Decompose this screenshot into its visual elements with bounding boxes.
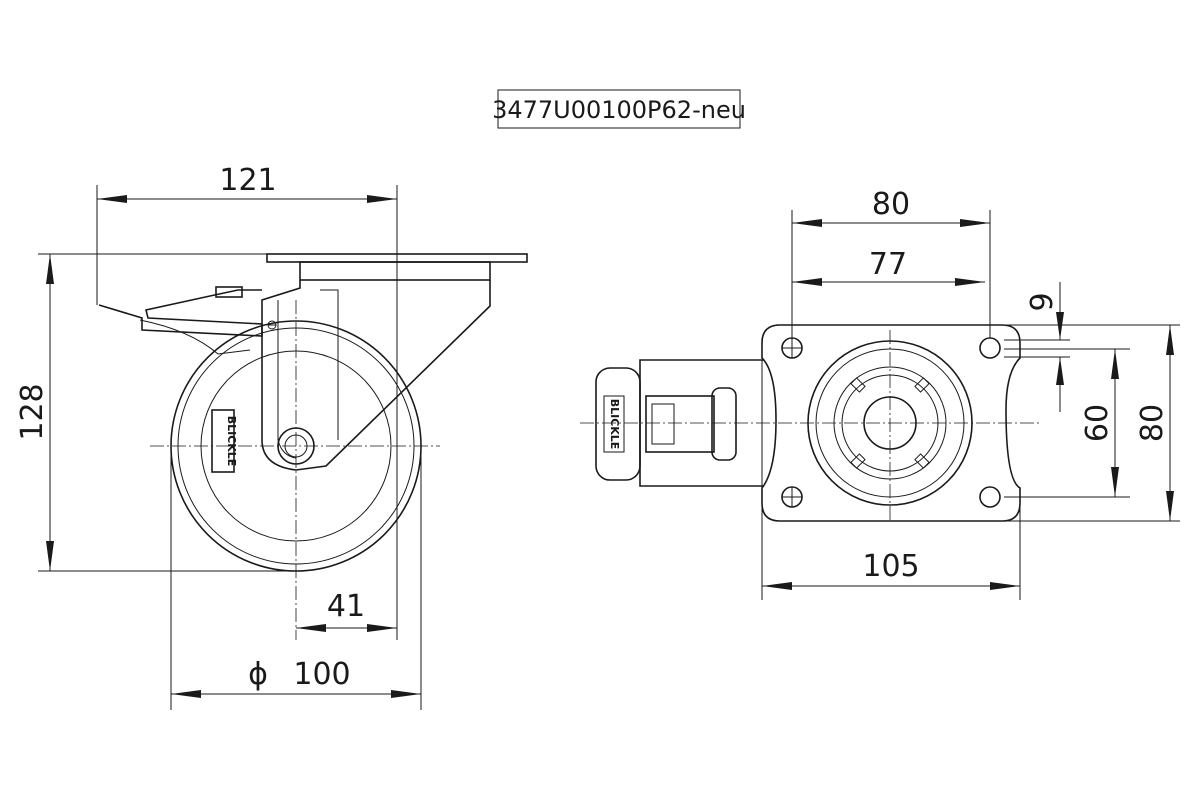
brake-pedal [98, 289, 263, 337]
side-view: BLICKLE 121 128 41 ϕ 100 [15, 163, 528, 710]
brake-slider [645, 395, 715, 453]
dim-plate-length-side: 80 [1135, 404, 1170, 442]
top-view: BLICKLE 80 77 9 [580, 187, 1180, 600]
brand-label: BLICKLE [225, 416, 238, 467]
dim-bolt-hole: 9 [1025, 292, 1060, 311]
bolt-hole-br [979, 486, 1001, 508]
dim-plate-width-outer: 80 [872, 187, 910, 222]
title-block: 3477U00100P62-neu [492, 89, 746, 129]
dim-plate-length: 105 [862, 549, 919, 584]
dim-plate-width-inner: 77 [869, 247, 907, 282]
brake-knob [711, 387, 737, 461]
dim-bolt-spacing: 60 [1080, 404, 1115, 442]
dim-overall-length: 121 [219, 163, 276, 198]
brake-clip [215, 286, 243, 298]
brand-label-top: BLICKLE [608, 399, 621, 450]
brand-tag [211, 409, 235, 473]
brake-pedal-top [595, 367, 641, 481]
dim-overall-height: 128 [15, 383, 50, 440]
fork-web [320, 289, 339, 440]
mounting-plate [761, 324, 1021, 522]
fork-inner [277, 300, 297, 459]
swivel-head [299, 261, 491, 281]
diameter-symbol: ϕ [248, 657, 268, 692]
brake-lever [139, 319, 251, 355]
dim-wheel-diameter: 100 [293, 657, 350, 692]
drawing-title: 3477U00100P62-neu [492, 96, 746, 124]
dim-offset: 41 [327, 589, 365, 624]
bolt-hole-tr [979, 337, 1001, 359]
fork [261, 280, 491, 471]
